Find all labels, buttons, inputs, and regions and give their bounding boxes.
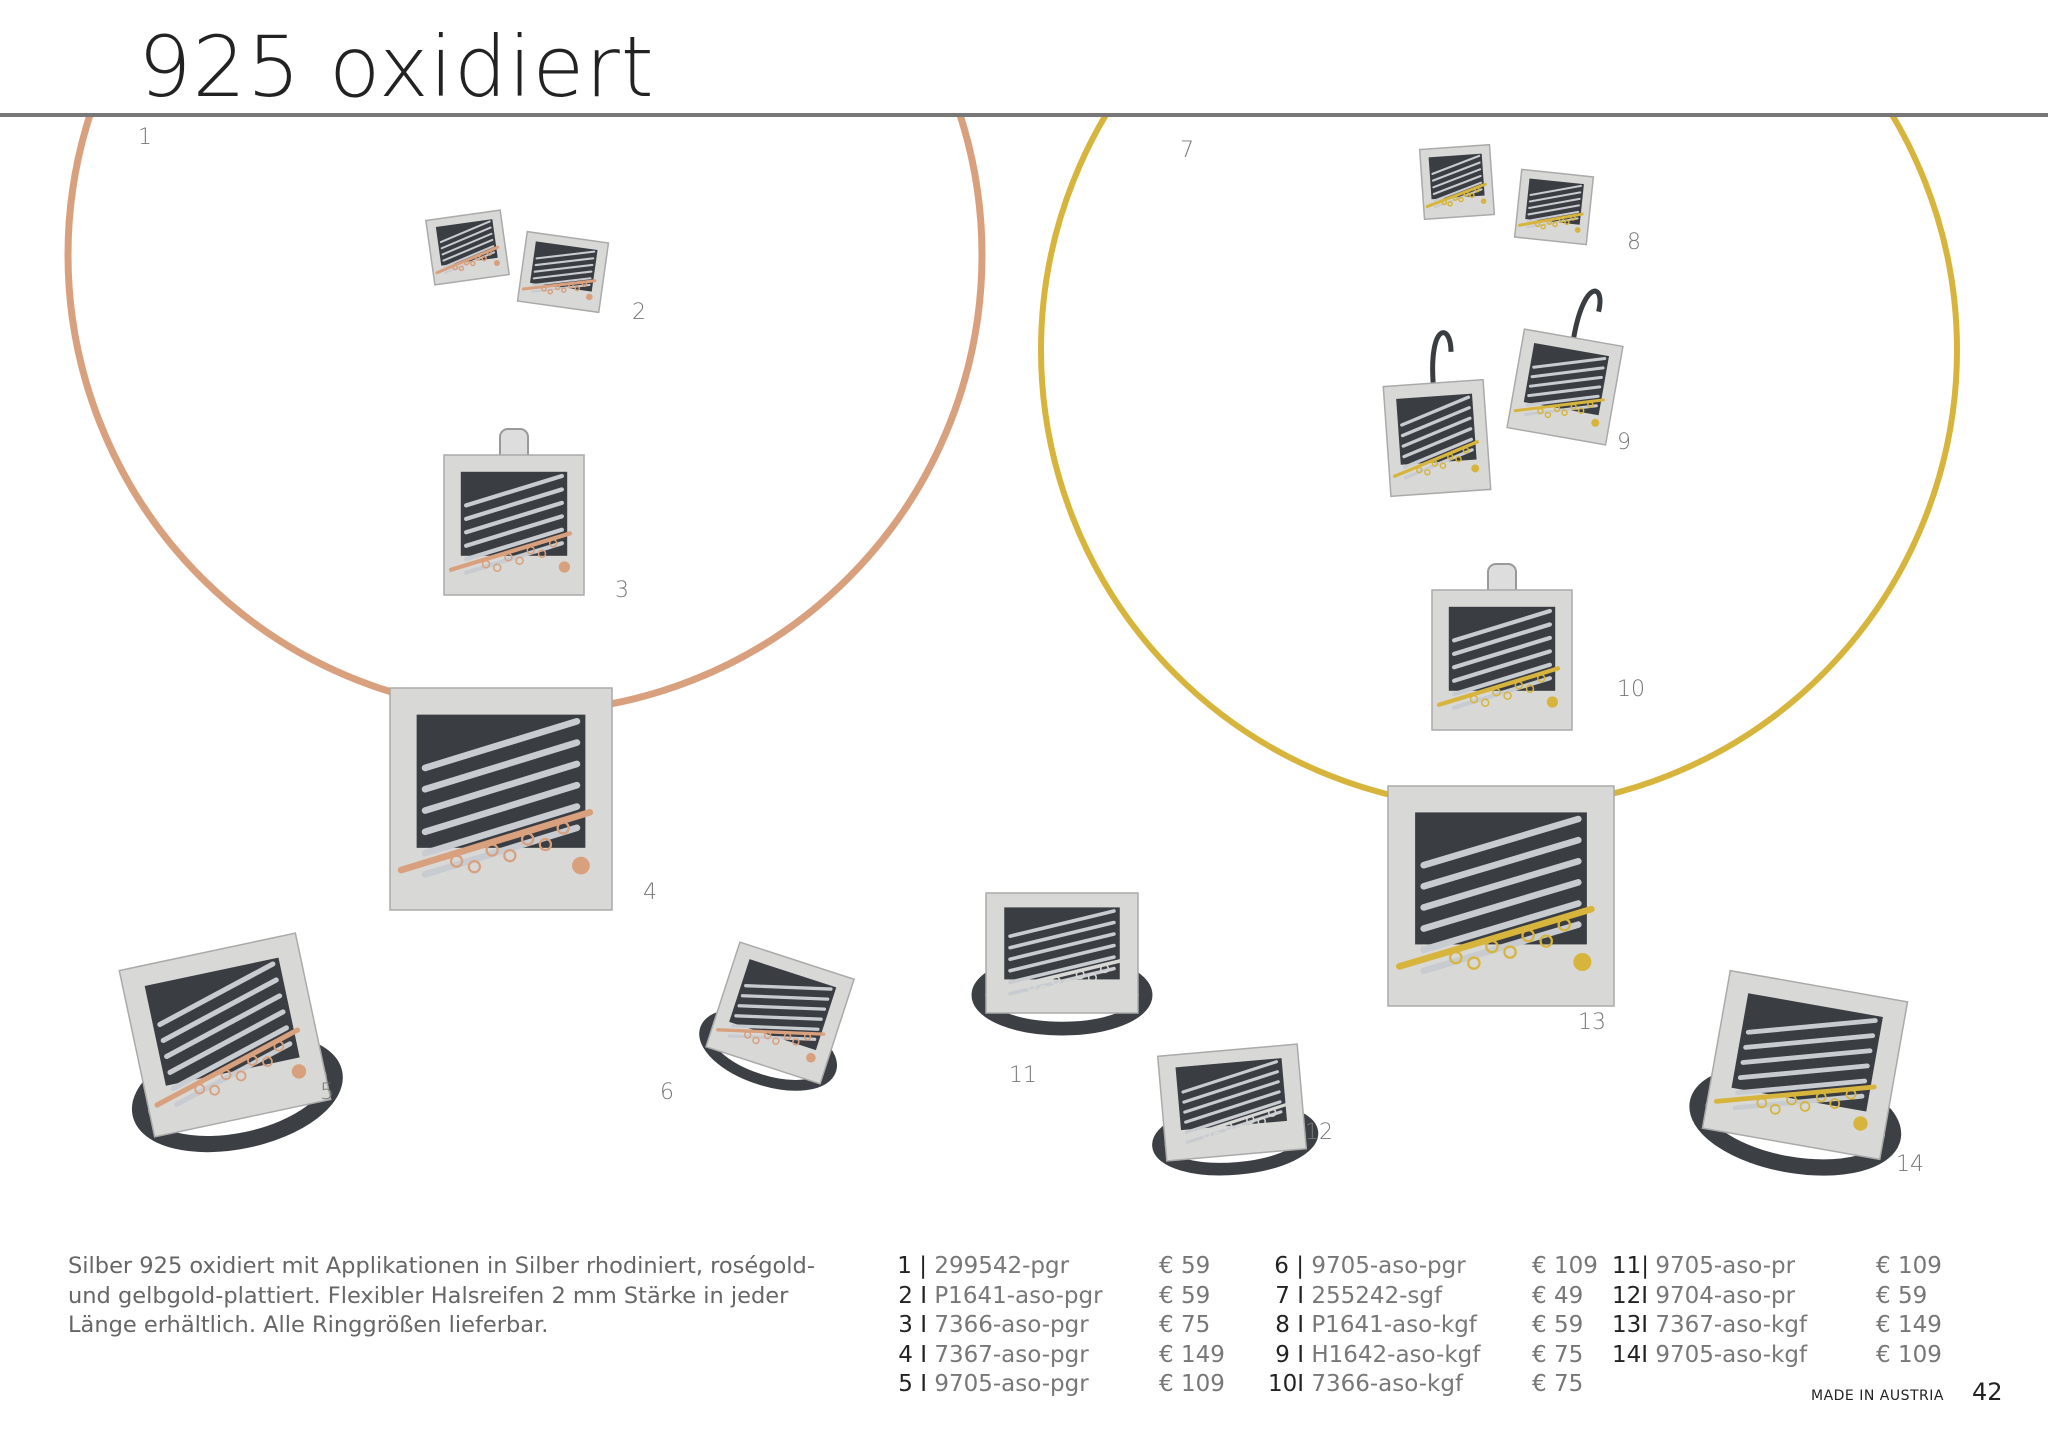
jewelry-plate [1506, 288, 1624, 446]
item-number-label: 3 [615, 578, 629, 603]
jewelry-plate [1689, 969, 1909, 1176]
jewelry-plate [699, 941, 856, 1091]
article-code: 7366-aso-kgf [1311, 1371, 1464, 1397]
item-number: 3 I [898, 1312, 927, 1338]
item-number: 1 | [897, 1253, 927, 1279]
price: € 109 [1532, 1253, 1598, 1279]
price: € 109 [1159, 1371, 1225, 1397]
article-code: H1642-aso-kgf [1311, 1341, 1481, 1368]
item-number-label: 14 [1896, 1152, 1924, 1177]
price: € 75 [1532, 1371, 1584, 1397]
price-row: 4 I 7367-aso-pgr € 149 [897, 1341, 1225, 1371]
price-row: 14I 9705-aso-kgf € 109 [1612, 1341, 1942, 1371]
jewelry-plate [118, 932, 343, 1153]
price: € 49 [1532, 1282, 1584, 1309]
price: € 59 [1159, 1282, 1211, 1309]
item-number: 4 I [898, 1341, 927, 1368]
item-number-label: 2 [632, 300, 646, 325]
price: € 75 [1159, 1312, 1211, 1338]
jewelry-plate [1152, 1043, 1319, 1176]
item-number: 2 I [898, 1282, 927, 1309]
article-code: 9705-aso-pr [1655, 1253, 1796, 1279]
item-number-label: 13 [1578, 1010, 1606, 1035]
item-number: 12I [1612, 1282, 1649, 1309]
price-row: 5 I 9705-aso-pgr € 109 [897, 1370, 1225, 1400]
price: € 59 [1532, 1312, 1584, 1338]
jewelry-plate [424, 209, 511, 286]
item-number: 5 I [898, 1371, 927, 1397]
jewelry-plate [1382, 330, 1492, 498]
article-code: 9704-aso-pr [1655, 1282, 1796, 1309]
price: € 59 [1876, 1282, 1928, 1309]
item-number-label: 11 [1009, 1063, 1037, 1088]
item-number-label: 4 [643, 880, 657, 905]
product-description: Silber 925 oxidiert mit Applikationen in… [68, 1253, 815, 1338]
price: € 109 [1876, 1253, 1942, 1279]
page-title: 925 oxidiert [138, 18, 655, 116]
item-number: 8 I [1275, 1312, 1304, 1338]
article-code: 9705-aso-pgr [934, 1371, 1089, 1397]
article-code: 9705-aso-pgr [1311, 1253, 1466, 1279]
jewelry-plate [1513, 168, 1595, 246]
price: € 59 [1159, 1253, 1211, 1279]
price-row: 11| 9705-aso-pr € 109 [1612, 1252, 1942, 1282]
item-number: 9 I [1275, 1341, 1304, 1368]
article-code: 7367-aso-pgr [934, 1341, 1089, 1368]
jewelry-plate [443, 428, 585, 596]
price-row: 2 I P1641-aso-pgr € 59 [897, 1282, 1210, 1312]
item-number: 11| [1612, 1253, 1650, 1279]
price-row: 3 I 7366-aso-pgr € 75 [897, 1311, 1210, 1341]
item-number: 6 | [1274, 1253, 1304, 1279]
item-number: 10I [1268, 1371, 1305, 1397]
price: € 109 [1876, 1341, 1942, 1368]
item-number-label: 9 [1617, 430, 1631, 455]
article-code: 299542-pgr [934, 1253, 1070, 1279]
article-code: 7366-aso-pgr [934, 1312, 1089, 1338]
price-row: 12I 9704-aso-pr € 59 [1612, 1282, 1927, 1312]
item-number: 13I [1612, 1312, 1649, 1338]
jewelry-plate [971, 892, 1153, 1036]
item-number-label: 5 [320, 1080, 334, 1105]
price-row: 1 | 299542-pgr € 59 [897, 1252, 1210, 1282]
made-in-austria: MADE IN AUSTRIA [1811, 1388, 1944, 1404]
jewelry-plate [1387, 785, 1615, 1007]
article-code: P1641-aso-pgr [934, 1282, 1103, 1309]
price-row: 6 | 9705-aso-pgr € 109 [1268, 1252, 1598, 1282]
article-code: P1641-aso-kgf [1311, 1312, 1477, 1338]
price-row: 10I 7366-aso-kgf € 75 [1268, 1370, 1583, 1400]
item-number-label: 12 [1305, 1120, 1333, 1145]
item-number-label: 8 [1627, 230, 1641, 255]
article-code: 255242-sgf [1311, 1282, 1443, 1309]
jewelry-plate [516, 230, 610, 314]
item-number: 7 I [1275, 1282, 1304, 1309]
price: € 75 [1532, 1341, 1584, 1368]
item-number-label: 1 [138, 125, 152, 150]
header-rule [0, 113, 2048, 117]
item-number: 14I [1612, 1341, 1649, 1368]
item-number-label: 10 [1617, 677, 1645, 702]
item-number-label: 7 [1180, 138, 1194, 163]
item-number-label: 6 [660, 1080, 674, 1105]
article-code: 9705-aso-kgf [1655, 1341, 1808, 1368]
jewelry-plate [1418, 143, 1496, 221]
jewelry-plate [389, 687, 613, 911]
jewelry-plate [1431, 563, 1573, 731]
price: € 149 [1159, 1341, 1225, 1368]
article-code: 7367-aso-kgf [1655, 1312, 1808, 1338]
price-row: 7 I 255242-sgf € 49 [1268, 1282, 1583, 1312]
header-background [0, 0, 2048, 117]
page-number: 42 [1972, 1378, 2003, 1406]
price-row: 13I 7367-aso-kgf € 149 [1612, 1311, 1942, 1341]
price-row: 9 I H1642-aso-kgf € 75 [1268, 1341, 1583, 1371]
price: € 149 [1876, 1312, 1942, 1338]
price-row: 8 I P1641-aso-kgf € 59 [1268, 1311, 1583, 1341]
